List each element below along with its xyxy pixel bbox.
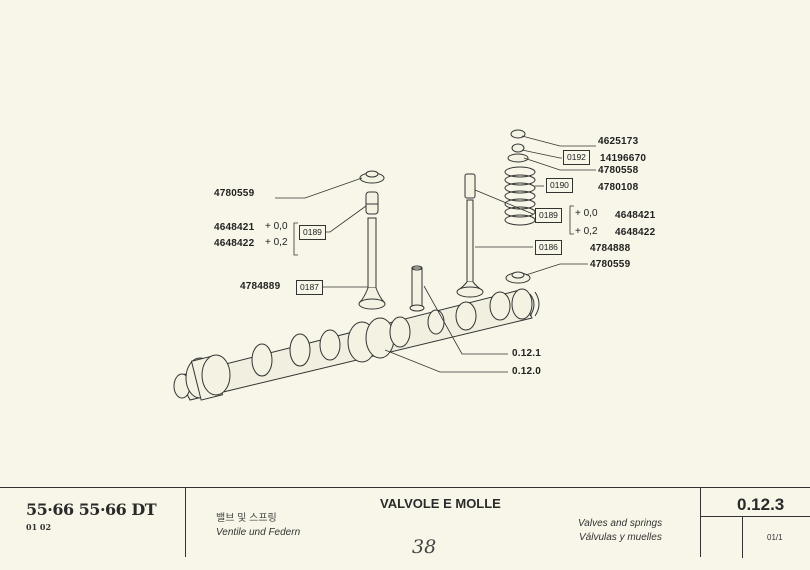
- ref-box-0186: 0186: [535, 240, 562, 255]
- ref-box-0187: 0187: [296, 280, 323, 295]
- leader-lines: [275, 135, 596, 373]
- part-number-4780559-left: 4780559: [214, 188, 255, 199]
- section-ref-0121: 0.12.1: [512, 348, 542, 359]
- part-number-4784889: 4784889: [240, 281, 281, 292]
- part-number-4780558: 4780558: [598, 165, 639, 176]
- tolerance-plus-0-left: + 0,0: [265, 221, 288, 232]
- handwritten-page-number: 38: [412, 536, 437, 558]
- part-number-4648422-left: 4648422: [214, 238, 255, 249]
- title-spanish: Válvulas y muelles: [579, 532, 662, 543]
- left-valve-drawing: [358, 170, 386, 310]
- part-number-4648421-right: 4648421: [615, 210, 656, 221]
- part-number-4780559-right: 4780559: [590, 259, 631, 270]
- section-number: 0.12.3: [737, 495, 785, 514]
- camshaft-drawing: [173, 288, 540, 401]
- part-number-4780108: 4780108: [598, 182, 639, 193]
- footer-page-divider: [742, 516, 743, 558]
- page-reference: 01/1: [767, 533, 783, 542]
- part-number-4784888: 4784888: [590, 243, 631, 254]
- part-number-4648421-left: 4648421: [214, 222, 255, 233]
- tappet-drawing: [409, 265, 425, 312]
- model-designation: 55·66 55·66 DT: [26, 500, 157, 519]
- footer-section-rule: [700, 516, 810, 517]
- title-english: Valves and springs: [578, 518, 663, 529]
- title-italian: VALVOLE E MOLLE: [380, 496, 501, 511]
- ref-box-0192: 0192: [563, 150, 590, 165]
- tolerance-plus-02-right: + 0,2: [575, 226, 598, 237]
- spring-drawing: [504, 129, 536, 226]
- footer-divider-right: [700, 487, 701, 557]
- footer-divider-left: [185, 487, 186, 557]
- tolerance-plus-02-left: + 0,2: [265, 237, 288, 248]
- model-variant-codes: 01 02: [26, 522, 52, 532]
- ref-box-0190: 0190: [546, 178, 573, 193]
- ref-box-0189-right: 0189: [535, 208, 562, 223]
- part-number-4648422-right: 4648422: [615, 227, 656, 238]
- right-valve-drawing: [456, 173, 531, 298]
- part-number-14196670: 14196670: [600, 153, 647, 164]
- title-german: Ventile und Federn: [216, 527, 301, 538]
- section-ref-0120: 0.12.0: [512, 366, 542, 377]
- title-korean: 밸브 및 스프링: [216, 513, 277, 524]
- footer-top-rule: [0, 487, 810, 488]
- ref-box-0189-left: 0189: [299, 225, 326, 240]
- tolerance-plus-0-right: + 0,0: [575, 208, 598, 219]
- part-number-4625173: 4625173: [598, 136, 639, 147]
